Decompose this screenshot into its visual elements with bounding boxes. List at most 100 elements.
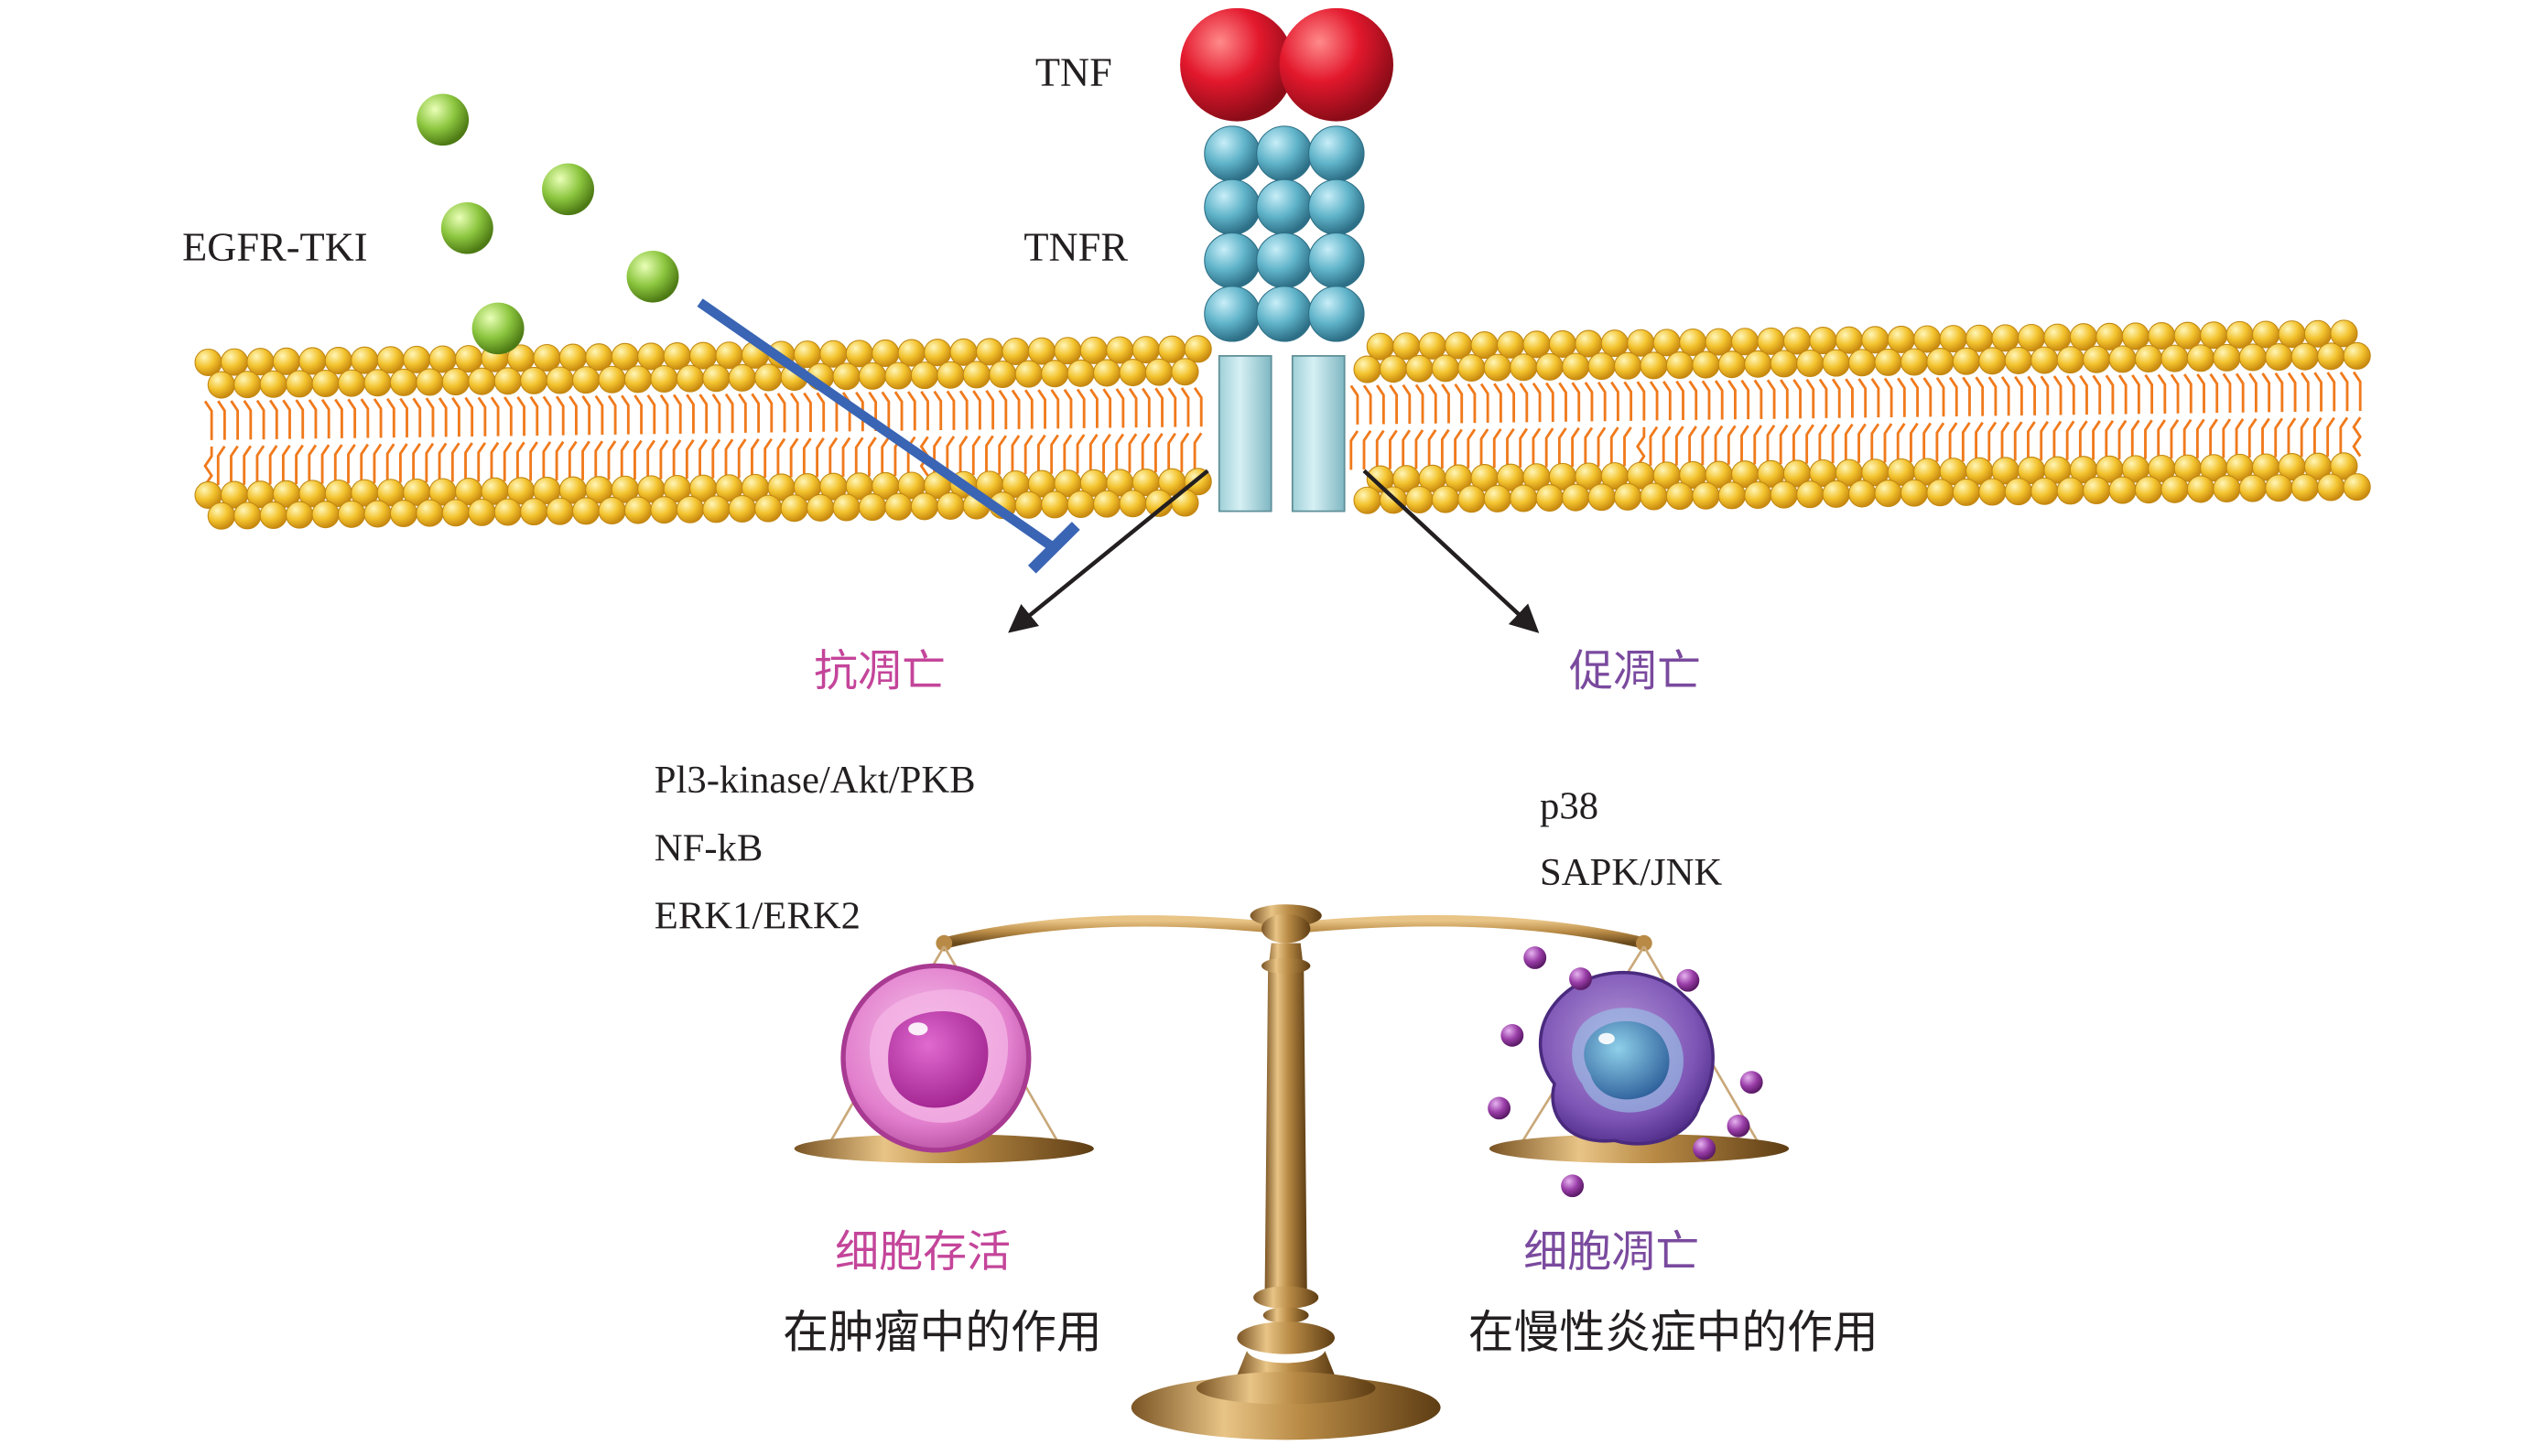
lipid-head	[2343, 341, 2371, 370]
lipid-tail	[1636, 381, 1646, 421]
lipid-tail	[1845, 378, 1854, 418]
lipid-tail	[1467, 383, 1477, 424]
lipid-tail	[1180, 387, 1190, 427]
lipid-tail	[1089, 388, 1099, 428]
lipid-head	[207, 371, 235, 399]
lipid-head	[1483, 484, 1511, 512]
apoptotic-body	[1523, 946, 1547, 969]
tnfr-extracellular-domain	[1204, 125, 1365, 342]
lipid-tail	[2222, 372, 2232, 413]
tnf-receptor-complex	[1180, 7, 1394, 512]
lipid-head	[1587, 483, 1616, 512]
egfr-tki-label: EGFR-TKI	[182, 225, 367, 270]
lipid-tail	[2196, 373, 2205, 414]
tnfr-bead	[1256, 178, 1313, 235]
lipid-tail	[1766, 379, 1776, 419]
lipid-tail	[1128, 387, 1138, 428]
lipid-head	[1926, 348, 1955, 376]
lipid-tail	[1402, 383, 1412, 425]
lipid-tail	[607, 394, 617, 435]
lipid-tail	[1011, 389, 1021, 429]
lipid-tail	[1805, 378, 1815, 419]
lipid-tail	[281, 444, 291, 485]
lipid-head	[2186, 344, 2215, 372]
tnfr-bead	[1204, 286, 1261, 342]
lipid-tail	[1662, 381, 1672, 421]
lipid-tail	[1467, 428, 1477, 469]
lipid-tail	[1961, 422, 1971, 462]
lipid-tail	[672, 439, 682, 480]
lipid-tail	[2195, 418, 2205, 458]
lipid-head	[286, 370, 314, 398]
lipid-tail	[893, 391, 904, 431]
lipid-tail	[2235, 418, 2245, 458]
lipid-tail	[1557, 427, 1567, 468]
lipid-tail	[2040, 420, 2049, 461]
lipid-tail	[2182, 418, 2193, 459]
apoptotic-body	[1569, 967, 1592, 990]
lipid-tail	[1922, 422, 1932, 462]
lipid-head	[1847, 480, 1877, 508]
lipid-tail	[2300, 417, 2310, 458]
lipid-tail	[1688, 426, 1697, 466]
egfr-tki-molecule	[626, 251, 679, 303]
lipid-tail	[1414, 383, 1424, 424]
lipid-tail	[854, 437, 864, 477]
lipid-head	[2134, 476, 2163, 504]
lipid-tail	[2092, 374, 2102, 415]
tnf-label: TNF	[1035, 50, 1112, 95]
lipid-tail	[1674, 426, 1684, 466]
lipid-head	[1613, 351, 1642, 380]
lipid-tail	[1623, 381, 1633, 421]
lipid-tail	[1727, 425, 1737, 465]
lipid-head	[1796, 349, 1825, 378]
lipid-tail	[1870, 423, 1880, 463]
lipid-tail	[1844, 423, 1854, 464]
tnfr-bead	[1204, 125, 1261, 182]
lipid-tail	[2339, 371, 2349, 412]
lipid-head	[807, 493, 835, 522]
lipid-tail	[516, 395, 525, 437]
lipid-head	[676, 495, 705, 523]
lipid-tail	[972, 390, 981, 430]
lipid-tail	[1036, 434, 1046, 474]
lipid-tail	[425, 397, 435, 437]
lipid-tail	[2079, 374, 2088, 415]
lipid-tail	[686, 394, 695, 434]
lipid-tail	[881, 437, 891, 477]
lipid-tail	[1376, 384, 1385, 425]
lipid-head	[910, 361, 939, 390]
lipid-tail	[1142, 387, 1151, 427]
lipid-tail	[230, 400, 240, 440]
lipid-head	[1822, 480, 1850, 508]
lipid-tail	[1180, 432, 1190, 472]
lipid-tail	[1519, 427, 1529, 468]
lipid-tail	[1492, 428, 1502, 469]
lipid-head	[2290, 342, 2319, 371]
lipid-head	[2238, 474, 2267, 502]
lipid-tail	[2300, 372, 2310, 412]
lipid-head	[1067, 359, 1095, 387]
lipid-head	[650, 496, 678, 524]
lipid-tail	[555, 440, 565, 481]
lipid-tail	[1088, 434, 1099, 474]
lipid-tail	[1193, 386, 1203, 427]
lipid-tail	[776, 393, 786, 433]
arrow-icon	[1362, 469, 1540, 633]
lipid-head	[1041, 491, 1069, 519]
lipid-tail	[1935, 376, 1945, 417]
lipid-head	[389, 368, 418, 396]
lipid-head	[1900, 348, 1929, 376]
lipid-tail	[958, 390, 969, 430]
lipid-tail	[542, 395, 552, 436]
apoptotic-body	[1739, 1071, 1763, 1095]
lipid-tail	[555, 395, 565, 436]
lipid-tail	[1076, 388, 1086, 428]
lipid-tail	[385, 443, 395, 483]
lipid-head	[2108, 476, 2137, 504]
lipid-tail	[2157, 419, 2167, 459]
lipid-tail	[2014, 375, 2023, 416]
lipid-tail	[2013, 421, 2023, 461]
lipid-tail	[1571, 382, 1581, 422]
lipid-tail	[230, 445, 239, 485]
